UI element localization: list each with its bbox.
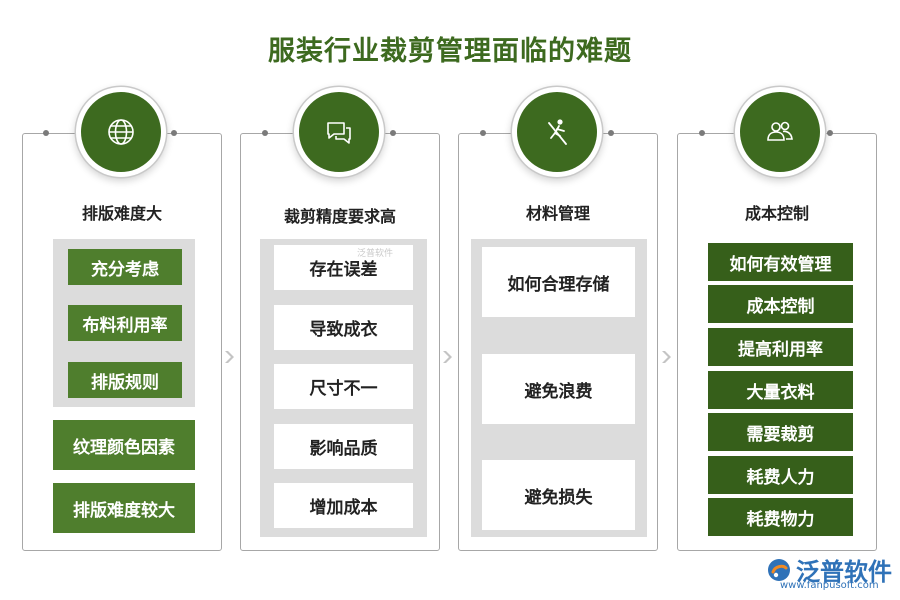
connector-dot <box>480 130 486 136</box>
column-heading-precision: 裁剪精度要求高 <box>283 207 396 226</box>
item-box: 避免浪费 <box>482 354 635 424</box>
connector-dot <box>608 130 614 136</box>
item-box: 如何有效管理 <box>708 243 853 281</box>
connector-dot <box>171 130 177 136</box>
item-box: 尺寸不一 <box>274 364 413 409</box>
chat-icon-circle <box>299 92 379 172</box>
rowing-icon-circle <box>517 92 597 172</box>
chevron-right-icon <box>662 351 671 363</box>
column-heading-material: 材料管理 <box>525 204 590 223</box>
item-box: 大量衣料 <box>708 371 853 409</box>
sub-item-box: 排版规则 <box>68 362 182 398</box>
connector-dot <box>699 130 705 136</box>
column-heading-cost: 成本控制 <box>744 204 809 223</box>
item-box: 存在误差 <box>274 245 413 290</box>
sub-item-box: 充分考虑 <box>68 249 182 285</box>
connector-dot <box>43 130 49 136</box>
item-box: 导致成衣 <box>274 305 413 350</box>
item-box: 纹理颜色因素 <box>53 420 195 470</box>
chevron-right-icon <box>225 351 234 363</box>
item-box: 避免损失 <box>482 460 635 530</box>
logo-text: 泛普软件 <box>796 558 892 586</box>
column-heading-layout: 排版难度大 <box>81 204 162 223</box>
users-icon <box>767 121 793 141</box>
item-box: 耗费物力 <box>708 498 853 536</box>
chevron-right-icon <box>443 351 452 363</box>
connector-dot <box>827 130 833 136</box>
logo-mark-icon <box>768 558 790 581</box>
globe-icon-circle <box>81 92 161 172</box>
item-box: 增加成本 <box>274 483 413 528</box>
item-box: 耗费人力 <box>708 456 853 494</box>
users-icon-circle <box>740 92 820 172</box>
connector-dot <box>390 130 396 136</box>
item-box: 成本控制 <box>708 285 853 323</box>
item-box: 影响品质 <box>274 424 413 469</box>
connector-dot <box>262 130 268 136</box>
logo-url: www.fanpusoft.com <box>780 580 879 591</box>
item-box: 提高利用率 <box>708 328 853 366</box>
rowing-icon <box>548 119 567 145</box>
globe-icon <box>108 119 134 145</box>
item-box: 需要裁剪 <box>708 413 853 451</box>
diagram-title: 服装行业裁剪管理面临的难题 <box>268 36 632 67</box>
brand-logo: 泛普软件 <box>766 552 892 587</box>
item-box: 如何合理存储 <box>482 247 635 317</box>
sub-item-box: 布料利用率 <box>68 305 182 341</box>
item-box: 排版难度较大 <box>53 483 195 533</box>
watermark: 泛普软件 <box>357 249 394 259</box>
chat-icon <box>327 122 351 144</box>
